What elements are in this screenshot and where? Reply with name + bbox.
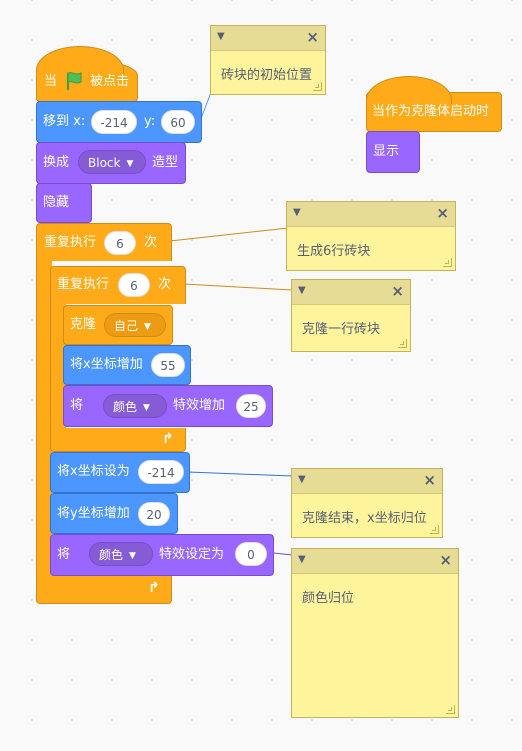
clone-label: 克隆 — [70, 317, 97, 332]
hide-label: 隐藏 — [43, 195, 70, 210]
goto-y-input[interactable]: 60 — [161, 110, 195, 134]
resize-handle-icon[interactable] — [398, 339, 407, 348]
resize-handle-icon[interactable] — [430, 525, 439, 534]
repeat-outer-suffix: 次 — [144, 235, 158, 250]
change-effect-input[interactable]: 25 — [236, 394, 266, 418]
set-effect-dropdown[interactable]: 颜色 ▼ — [89, 542, 153, 566]
costume-value: Block — [88, 156, 121, 170]
green-flag-icon — [65, 71, 83, 91]
change-x-input[interactable]: 55 — [151, 353, 185, 377]
close-icon[interactable]: × — [439, 551, 452, 569]
close-icon[interactable]: × — [423, 471, 436, 489]
clone-hat-label: 当作为克隆体启动时 — [372, 104, 490, 119]
repeat-inner-label: 重复执行 — [57, 277, 110, 292]
change-effect-label: 将 — [70, 398, 84, 413]
comment-header[interactable] — [292, 280, 410, 305]
loop-arrow-icon: ↱ — [162, 431, 174, 447]
comment-text[interactable]: 颜色归位 — [302, 591, 355, 606]
hat-label-clicked: 被点击 — [90, 74, 130, 89]
repeat-inner-arm — [50, 300, 66, 440]
comment-note[interactable]: ▼ × 砖块的初始位置 — [210, 25, 326, 95]
comment-note[interactable]: ▼ × 克隆一行砖块 — [291, 279, 411, 352]
change-y-input[interactable]: 20 — [138, 502, 170, 526]
repeat-outer-label: 重复执行 — [44, 235, 97, 250]
repeat-inner-times[interactable]: 6 — [118, 273, 150, 297]
comment-note[interactable]: ▼ × 克隆结束，x坐标归位 — [291, 468, 443, 538]
close-icon[interactable]: × — [391, 282, 404, 300]
hat-label-when: 当 — [44, 74, 58, 89]
comment-text[interactable]: 砖块的初始位置 — [221, 68, 313, 83]
chevron-down-icon[interactable]: ▼ — [217, 31, 225, 42]
chevron-down-icon: ▼ — [144, 322, 151, 332]
comment-header[interactable] — [287, 202, 455, 227]
repeat-outer-times[interactable]: 6 — [104, 231, 136, 255]
change-effect-suffix: 特效增加 — [173, 398, 226, 413]
chevron-down-icon: ▼ — [143, 403, 150, 413]
chevron-down-icon[interactable]: ▼ — [298, 474, 306, 485]
chevron-down-icon[interactable]: ▼ — [298, 285, 306, 296]
chevron-down-icon[interactable]: ▼ — [293, 207, 301, 218]
chevron-down-icon: ▼ — [129, 551, 136, 561]
goto-label: 移到 x: — [43, 114, 86, 129]
chevron-down-icon[interactable]: ▼ — [298, 554, 306, 565]
set-effect-name: 颜色 — [99, 548, 124, 562]
comment-header[interactable] — [292, 549, 458, 574]
set-effect-input[interactable]: 0 — [235, 542, 267, 566]
repeat-outer-bottom[interactable] — [36, 574, 172, 604]
repeat-inner-bottom[interactable] — [50, 428, 186, 452]
show-label: 显示 — [373, 144, 400, 159]
chevron-down-icon: ▼ — [126, 159, 134, 169]
comment-header[interactable] — [211, 26, 325, 51]
comment-text[interactable]: 克隆结束，x坐标归位 — [302, 511, 427, 526]
clone-target-value: 自己 — [114, 319, 139, 333]
show-block[interactable] — [366, 131, 420, 173]
resize-handle-icon[interactable] — [443, 258, 452, 267]
comment-header[interactable] — [292, 469, 442, 494]
set-effect-label: 将 — [57, 547, 71, 562]
resize-handle-icon[interactable] — [446, 705, 455, 714]
loop-arrow-icon: ↱ — [148, 580, 160, 596]
change-effect-dropdown[interactable]: 颜色 ▼ — [103, 394, 167, 418]
set-effect-suffix: 特效设定为 — [159, 547, 225, 562]
change-y-label: 将y坐标增加 — [57, 506, 130, 521]
close-icon[interactable]: × — [436, 204, 449, 222]
goto-label-y: y: — [144, 114, 156, 129]
costume-dropdown[interactable]: Block ▼ — [78, 150, 146, 174]
costume-label: 换成 — [43, 155, 70, 170]
repeat-inner-suffix: 次 — [158, 277, 172, 292]
set-x-label: 将x坐标设为 — [57, 464, 130, 479]
change-x-label: 将x坐标增加 — [70, 357, 143, 372]
comment-note[interactable]: ▼ × 生成6行砖块 — [286, 201, 456, 271]
comment-note[interactable]: ▼ × 颜色归位 — [291, 548, 459, 718]
close-icon[interactable]: × — [306, 28, 319, 46]
clone-target-dropdown[interactable]: 自己 ▼ — [104, 313, 166, 337]
comment-text[interactable]: 生成6行砖块 — [297, 244, 371, 259]
resize-handle-icon[interactable] — [313, 82, 322, 91]
hide-block[interactable] — [36, 183, 92, 223]
change-effect-name: 颜色 — [113, 400, 138, 414]
costume-suffix: 造型 — [152, 155, 179, 170]
repeat-outer-arm — [36, 258, 52, 588]
goto-x-input[interactable]: -214 — [91, 110, 137, 134]
set-x-input[interactable]: -214 — [138, 460, 184, 484]
comment-text[interactable]: 克隆一行砖块 — [302, 322, 381, 337]
